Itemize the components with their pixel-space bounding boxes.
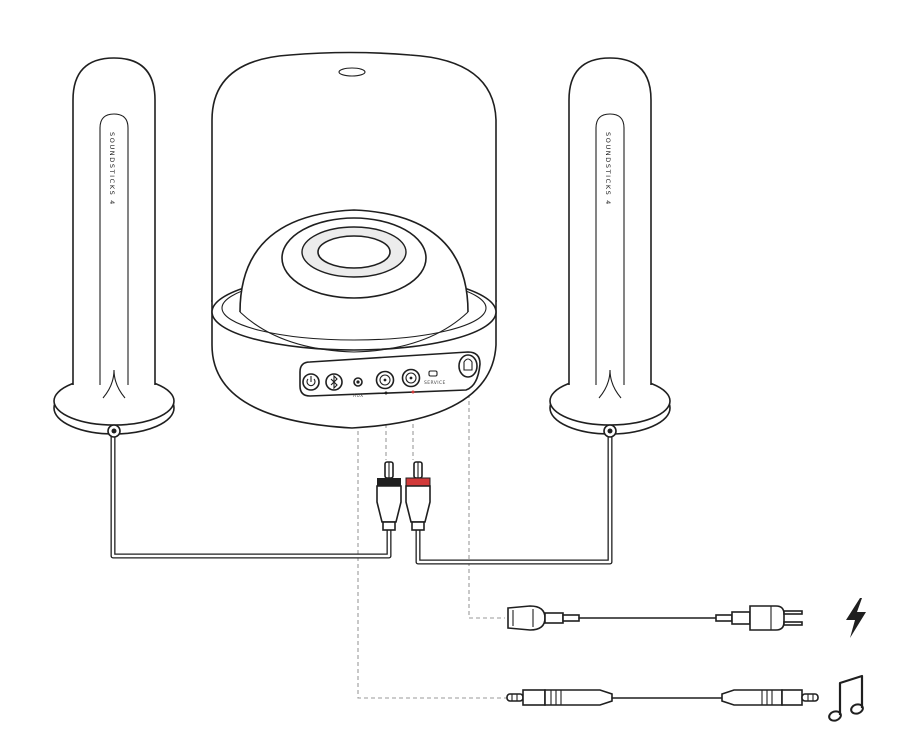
aux-cable-right-housing — [721, 689, 783, 706]
subwoofer: AUX SERVICE — [211, 51, 497, 429]
left-speaker-cable-outer — [110, 432, 392, 559]
aux-guide-line — [357, 396, 507, 699]
left-speaker: SOUNDSTICKS 4 — [53, 57, 175, 438]
left-speaker-label: SOUNDSTICKS 4 — [108, 132, 116, 206]
service-port-label: SERVICE — [424, 380, 446, 386]
right-speaker-cable-outer — [415, 432, 613, 565]
rca-output-right[interactable] — [401, 368, 421, 394]
subwoofer-top-vent — [338, 67, 366, 77]
rca-output-left[interactable] — [375, 370, 395, 395]
right-speaker-inner-column — [595, 113, 625, 385]
rca-right-band — [405, 477, 431, 487]
right-speaker-cable-inner — [416, 432, 612, 564]
aux-cable-left-housing — [544, 689, 613, 706]
music-note-icon — [828, 674, 864, 722]
power-socket[interactable] — [458, 354, 478, 378]
left-speaker-stem — [102, 369, 126, 399]
service-port[interactable] — [428, 370, 438, 377]
bluetooth-button[interactable] — [325, 373, 343, 391]
rca-right-marker — [411, 390, 415, 394]
speaker-cables — [110, 432, 613, 565]
rca-left-band — [377, 478, 401, 486]
power-button[interactable] — [302, 373, 320, 391]
rca-plug-right[interactable] — [405, 461, 431, 531]
left-speaker-tube — [72, 57, 156, 385]
rca-left-marker — [384, 391, 388, 395]
power-cable[interactable] — [507, 605, 803, 631]
right-speaker: SOUNDSTICKS 4 — [549, 57, 671, 438]
right-speaker-tube — [568, 57, 652, 385]
power-guide-line — [468, 380, 505, 619]
power-cable-wall-plug — [749, 605, 785, 631]
left-speaker-inner-column — [99, 113, 129, 385]
right-speaker-label: SOUNDSTICKS 4 — [604, 132, 612, 206]
aux-port-label: AUX — [353, 393, 364, 399]
aux-port[interactable] — [353, 377, 363, 387]
rca-plug-left[interactable] — [376, 461, 402, 531]
aux-audio-cable[interactable] — [506, 689, 819, 706]
left-speaker-cable-inner — [111, 432, 391, 558]
right-speaker-stem — [598, 369, 622, 399]
bluetooth-icon — [330, 374, 338, 390]
lightning-icon — [846, 598, 866, 638]
woofer-cone-center — [317, 235, 391, 269]
power-icon — [306, 376, 316, 387]
